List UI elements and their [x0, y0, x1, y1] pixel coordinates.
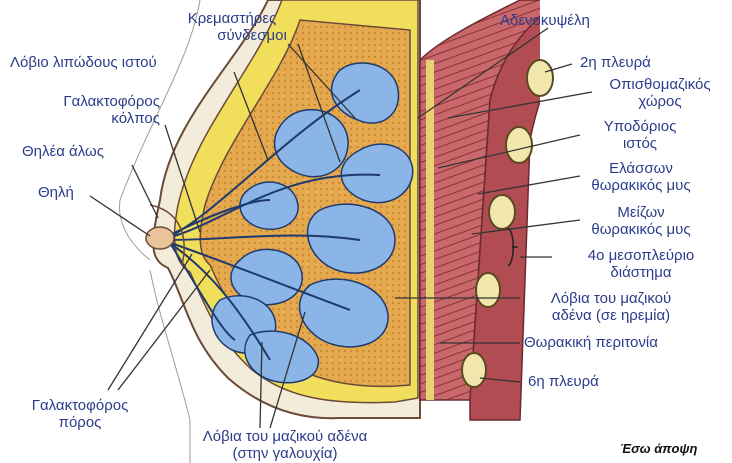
label-pectoralis-minor: Ελάσσων θωρακικός μυς	[576, 160, 706, 194]
view-caption: Έσω άποψη	[620, 441, 697, 456]
label-nipple: Θηλή	[38, 184, 74, 201]
label-alveolus: Αδενοκυψέλη	[500, 12, 590, 29]
label-retromammary-space-line2: χώρος	[590, 93, 730, 110]
label-intercostal-space-line2: διάστημα	[556, 264, 726, 281]
label-subcutaneous-tissue-line1: Υποδόριος	[585, 118, 695, 135]
label-retromammary-space: Οπισθομαζικός χώρος	[590, 76, 730, 110]
label-fat-lobule: Λόβιο λιπώδους ιστού	[10, 54, 157, 71]
label-lobules-lactating-line1: Λόβια του μαζικού αδένα	[185, 428, 385, 445]
label-pectoralis-major: Μείζων θωρακικός μυς	[576, 204, 706, 238]
label-rib-2: 2η πλευρά	[580, 54, 651, 71]
label-suspensory-ligaments: Κρεμαστήρες σύνδεσμοι	[157, 10, 307, 44]
label-lobules-lactating: Λόβια του μαζικού αδένα (στην γαλουχία)	[185, 428, 385, 462]
label-subcutaneous-tissue: Υποδόριος ιστός	[585, 118, 695, 152]
label-lactiferous-duct-line2: πόρος	[15, 414, 145, 431]
label-lactiferous-sinus: Γαλακτοφόρος κόλπος	[10, 93, 160, 127]
label-rib-6: 6η πλευρά	[528, 373, 599, 390]
label-suspensory-ligaments-line1: Κρεμαστήρες	[157, 10, 307, 27]
label-lactiferous-duct: Γαλακτοφόρος πόρος	[15, 397, 145, 431]
label-lactiferous-duct-line1: Γαλακτοφόρος	[15, 397, 145, 414]
label-pectoralis-minor-line1: Ελάσσων	[576, 160, 706, 177]
label-suspensory-ligaments-line2: σύνδεσμοι	[157, 27, 307, 44]
label-pectoralis-major-line1: Μείζων	[576, 204, 706, 221]
label-subcutaneous-tissue-line2: ιστός	[585, 135, 695, 152]
label-lobules-resting-line2: αδένα (σε ηρεμία)	[522, 307, 700, 324]
label-pectoralis-major-line2: θωρακικός μυς	[576, 221, 706, 238]
label-lobules-lactating-line2: (στην γαλουχία)	[185, 445, 385, 462]
label-pectoralis-minor-line2: θωρακικός μυς	[576, 177, 706, 194]
label-lactiferous-sinus-line2: κόλπος	[10, 110, 160, 127]
label-retromammary-space-line1: Οπισθομαζικός	[590, 76, 730, 93]
label-lobules-resting: Λόβια του μαζικού αδένα (σε ηρεμία)	[522, 290, 700, 324]
label-lactiferous-sinus-line1: Γαλακτοφόρος	[10, 93, 160, 110]
label-lobules-resting-line1: Λόβια του μαζικού	[522, 290, 700, 307]
label-areola: Θηλέα άλως	[22, 143, 104, 160]
label-thoracic-fascia: Θωρακική περιτονία	[524, 334, 658, 351]
label-intercostal-space-line1: 4ο μεσοπλεύριο	[556, 247, 726, 264]
label-intercostal-space: 4ο μεσοπλεύριο διάστημα	[556, 247, 726, 281]
